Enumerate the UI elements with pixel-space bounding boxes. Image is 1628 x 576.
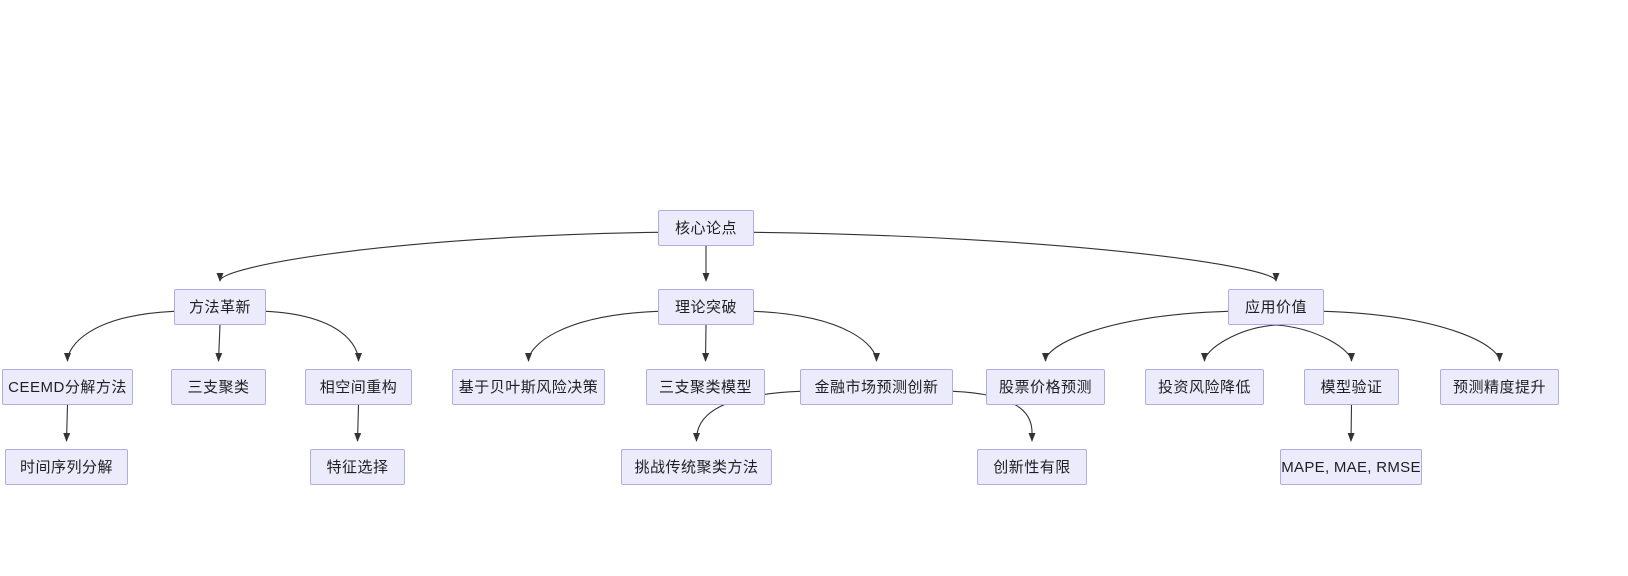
node-label: 方法革新: [188, 298, 251, 316]
node-n-bayes[interactable]: 基于贝叶斯风险决策: [452, 369, 605, 405]
node-label: 模型验证: [1320, 378, 1383, 396]
edge-branch1-to-n-ceemd: [64, 310, 175, 362]
node-root[interactable]: 核心论点: [658, 210, 754, 246]
edge-branch3-to-n-risk: [1201, 324, 1277, 362]
node-label: 时间序列分解: [19, 458, 113, 476]
node-n-metrics[interactable]: MAPE, MAE, RMSE: [1280, 449, 1422, 485]
edge-n-finance-to-n-chal: [693, 390, 801, 442]
node-label: 投资风险降低: [1157, 378, 1251, 396]
node-n-feat[interactable]: 特征选择: [310, 449, 405, 485]
node-n-finance[interactable]: 金融市场预测创新: [800, 369, 953, 405]
node-label: 基于贝叶斯风险决策: [458, 378, 599, 396]
node-n-chal[interactable]: 挑战传统聚类方法: [621, 449, 772, 485]
node-label: 挑战传统聚类方法: [634, 458, 759, 476]
edge-n-phase-to-n-feat: [354, 404, 362, 442]
node-branch1[interactable]: 方法革新: [174, 289, 266, 325]
node-label: 应用价值: [1244, 298, 1307, 316]
edge-n-ceemd-to-n-tsd: [63, 404, 71, 442]
node-label: 三支聚类: [187, 378, 250, 396]
node-n-ceemd[interactable]: CEEMD分解方法: [2, 369, 133, 405]
node-label: 特征选择: [326, 458, 389, 476]
edges-group: [63, 231, 1503, 442]
node-label: 金融市场预测创新: [814, 378, 939, 396]
edge-n-finance-to-n-limit: [952, 390, 1036, 442]
edge-n-valid-to-n-metrics: [1347, 404, 1355, 442]
node-label: 理论突破: [674, 298, 737, 316]
node-label: 相空间重构: [319, 378, 398, 396]
node-n-limit[interactable]: 创新性有限: [977, 449, 1087, 485]
edge-branch3-to-n-stock: [1042, 310, 1229, 362]
node-label: 创新性有限: [993, 458, 1071, 476]
node-label: 核心论点: [674, 219, 737, 237]
edge-root-to-branch3: [753, 231, 1280, 282]
edge-branch1-to-n-phase: [265, 310, 362, 362]
node-n-3sc[interactable]: 三支聚类: [171, 369, 266, 405]
edge-root-to-branch1: [216, 231, 659, 282]
edge-branch1-to-n-3sc: [215, 324, 223, 362]
edge-branch3-to-n-valid: [1275, 324, 1355, 362]
node-n-valid[interactable]: 模型验证: [1304, 369, 1399, 405]
node-label: CEEMD分解方法: [8, 378, 127, 396]
node-label: MAPE, MAE, RMSE: [1281, 458, 1421, 476]
node-n-phase[interactable]: 相空间重构: [305, 369, 412, 405]
node-n-3scmodel[interactable]: 三支聚类模型: [646, 369, 765, 405]
edge-branch2-to-n-bayes: [525, 310, 659, 362]
node-branch2[interactable]: 理论突破: [658, 289, 754, 325]
node-n-stock[interactable]: 股票价格预测: [986, 369, 1105, 405]
edge-branch2-to-n-3scmodel: [702, 324, 710, 362]
node-label: 三支聚类模型: [658, 378, 752, 396]
edge-branch3-to-n-acc: [1323, 310, 1503, 362]
node-branch3[interactable]: 应用价值: [1228, 289, 1324, 325]
node-n-acc[interactable]: 预测精度提升: [1440, 369, 1559, 405]
node-label: 股票价格预测: [998, 378, 1092, 396]
node-n-tsd[interactable]: 时间序列分解: [5, 449, 128, 485]
node-label: 预测精度提升: [1452, 378, 1546, 396]
node-n-risk[interactable]: 投资风险降低: [1145, 369, 1264, 405]
edge-branch2-to-n-finance: [753, 310, 880, 362]
